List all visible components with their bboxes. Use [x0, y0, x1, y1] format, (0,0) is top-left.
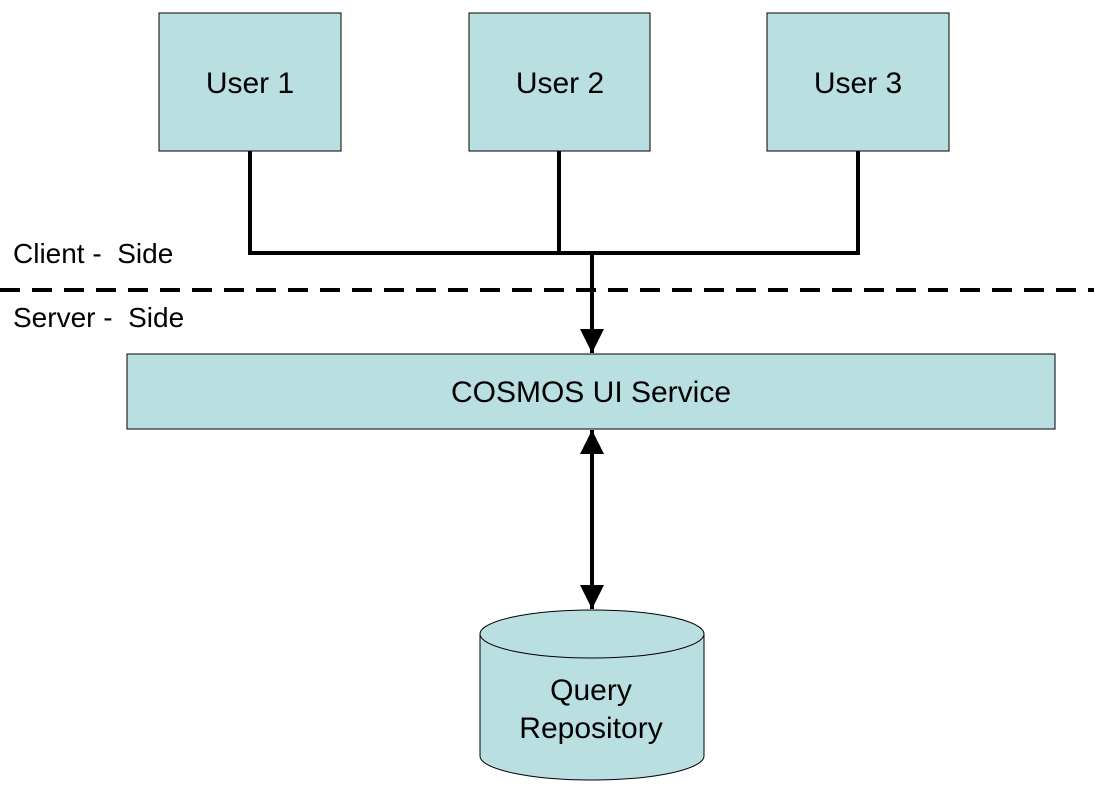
repository-label-line2: Repository: [519, 712, 662, 745]
client-side-label: Client - Side: [13, 238, 173, 269]
user-box-3: User 3: [766, 12, 950, 152]
repository-label-line1: Query: [550, 674, 632, 707]
repository-cylinder: Query Repository: [479, 609, 705, 781]
user-box-1: User 1: [158, 12, 342, 152]
user-box-1-label: User 1: [206, 67, 294, 100]
user-box-3-label: User 3: [814, 67, 902, 100]
service-box: COSMOS UI Service: [126, 353, 1056, 430]
user-connectors: [248, 151, 860, 255]
user-box-2-label: User 2: [516, 67, 604, 100]
user-box-2: User 2: [468, 12, 651, 152]
server-side-label: Server - Side: [13, 302, 184, 333]
service-box-label: COSMOS UI Service: [451, 376, 731, 409]
